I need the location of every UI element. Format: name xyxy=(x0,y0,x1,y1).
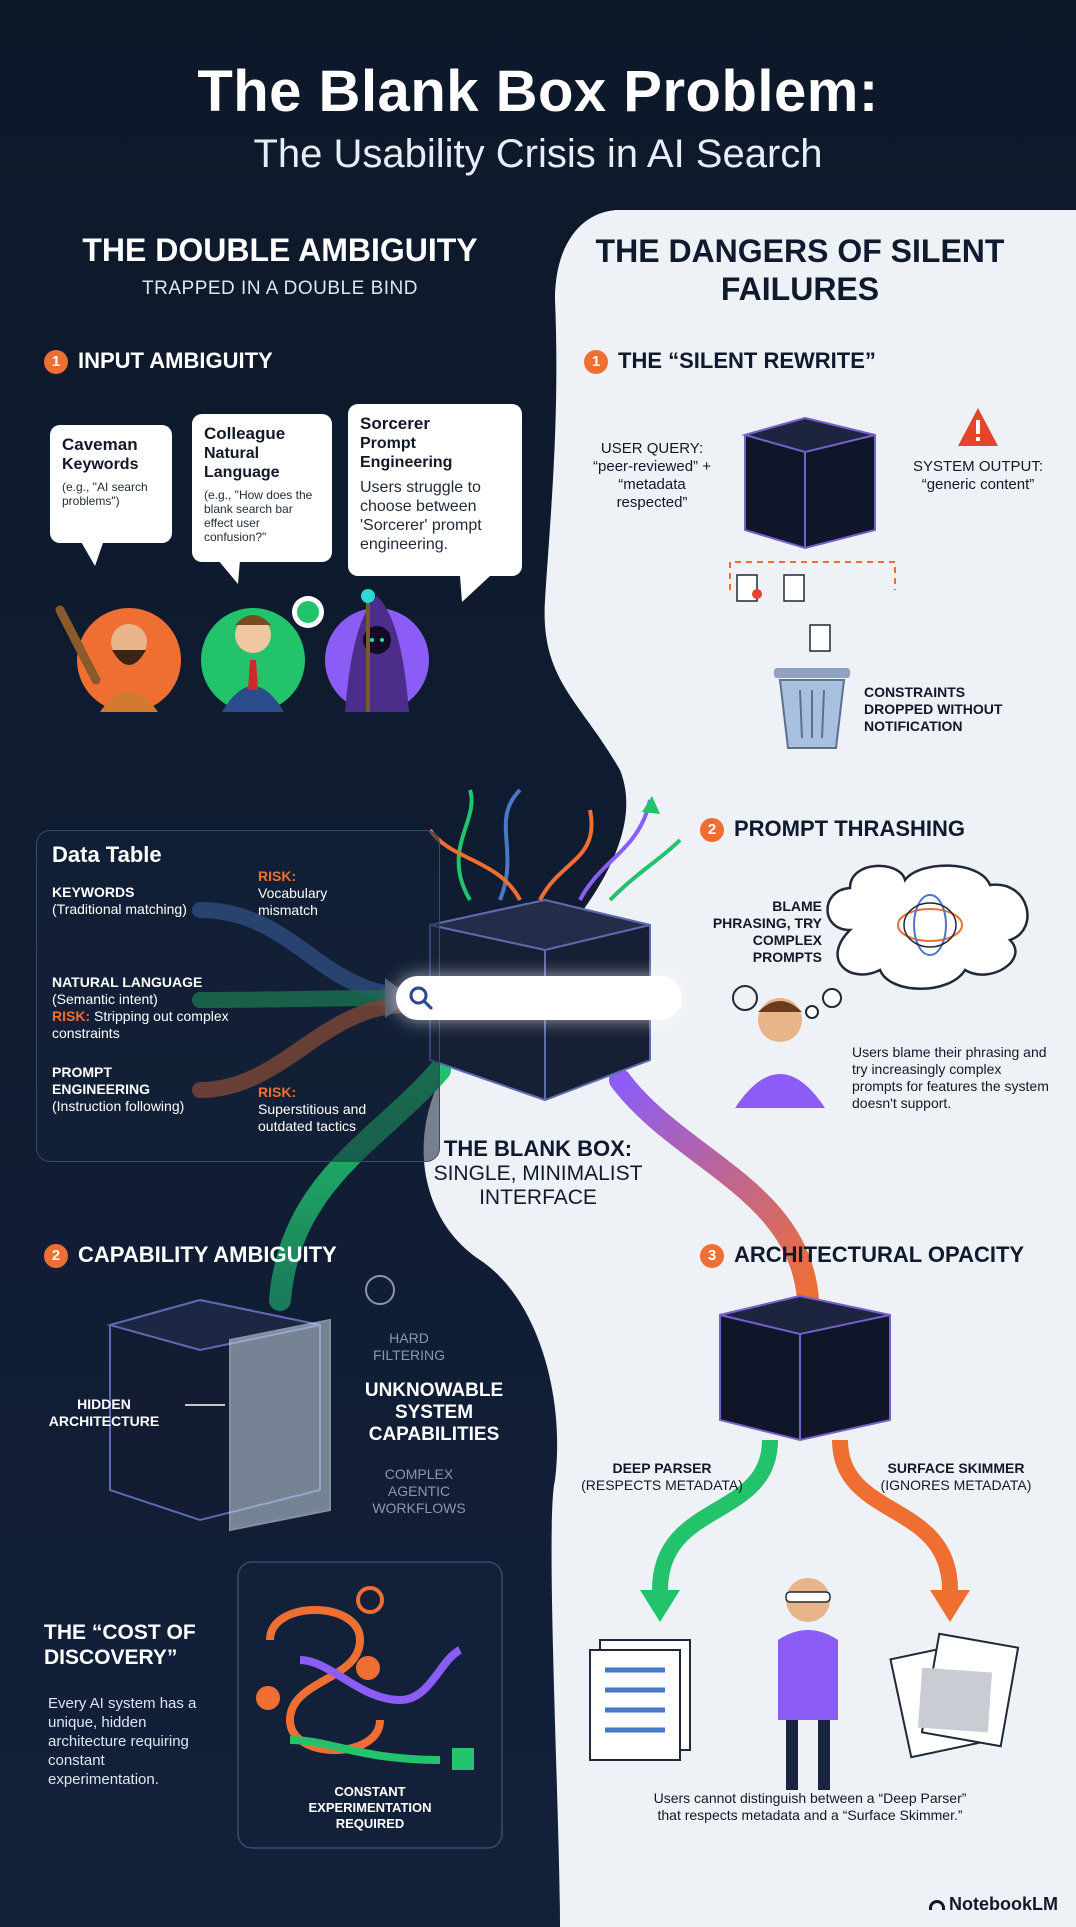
number-badge: 1 xyxy=(44,350,68,374)
input-ambiguity-heading: 1 INPUT AMBIGUITY xyxy=(44,348,273,374)
blame-phrasing-label: BLAME PHRASING, TRY COMPLEX PROMPTS xyxy=(712,898,822,965)
user-query: USER QUERY: “peer-reviewed” + “metadata … xyxy=(582,440,722,512)
risk-label: RISK: xyxy=(258,868,297,884)
table-row: PROMPT ENGINEERING (Instruction followin… xyxy=(52,1064,212,1115)
system-output-label: SYSTEM OUTPUT: xyxy=(912,458,1043,475)
architectural-opacity-heading: 3 ARCHITECTURAL OPACITY xyxy=(700,1242,1024,1268)
surface-skimmer-note: (IGNORES METADATA) xyxy=(880,1477,1032,1493)
brand-name: NotebookLM xyxy=(949,1894,1058,1914)
blank-search-bar[interactable] xyxy=(396,976,682,1020)
surface-skimmer-label: SURFACE SKIMMER (IGNORES METADATA) xyxy=(866,1460,1046,1494)
notebooklm-logo: NotebookLM xyxy=(929,1894,1058,1915)
silent-failures-heading: THE DANGERS OF SILENT FAILURES xyxy=(595,233,1005,307)
row-risk: RISK: Vocabulary mismatch xyxy=(258,868,378,919)
prompt-thrashing-title: PROMPT THRASHING xyxy=(734,816,965,841)
architectural-opacity-title: ARCHITECTURAL OPACITY xyxy=(734,1242,1025,1267)
deep-parser-note: (RESPECTS METADATA) xyxy=(581,1477,743,1493)
row-name: PROMPT ENGINEERING xyxy=(52,1064,151,1097)
bubble-title: Colleague xyxy=(204,424,286,443)
user-query-text: “peer-reviewed” + “metadata respected” xyxy=(593,458,711,511)
bubble-subtitle: Natural Language xyxy=(204,445,280,481)
hidden-architecture-label: HIDDEN ARCHITECTURE xyxy=(48,1396,160,1429)
constant-experimentation-label: CONSTANT EXPERIMENTATION REQUIRED xyxy=(308,1784,432,1831)
caption-title: THE BLANK BOX: xyxy=(443,1136,633,1161)
logo-icon xyxy=(929,1900,946,1910)
surface-skimmer-name: SURFACE SKIMMER xyxy=(887,1460,1025,1476)
deep-parser-name: DEEP PARSER xyxy=(612,1460,712,1476)
page-subtitle: The Usability Crisis in AI Search xyxy=(253,132,823,176)
system-output: SYSTEM OUTPUT: “generic content” xyxy=(898,458,1058,494)
constraints-dropped-label: CONSTRAINTS DROPPED WITHOUT NOTIFICATION xyxy=(864,684,1003,734)
page-title: The Blank Box Problem: xyxy=(197,59,879,124)
deep-parser-label: DEEP PARSER (RESPECTS METADATA) xyxy=(572,1460,752,1494)
blank-box-caption: THE BLANK BOX: SINGLE, MINIMALIST INTERF… xyxy=(400,1136,676,1210)
risk-label: RISK: xyxy=(52,1008,91,1024)
double-ambiguity-heading: THE DOUBLE AMBIGUITY xyxy=(82,232,478,268)
bubble-title: Caveman xyxy=(62,435,138,454)
silent-rewrite-title: THE “SILENT REWRITE” xyxy=(618,348,876,373)
table-row: NATURAL LANGUAGE (Semantic intent) RISK:… xyxy=(52,974,232,1042)
row-name: KEYWORDS xyxy=(52,884,135,900)
prompt-thrashing-body: Users blame their phrasing and try incre… xyxy=(852,1044,1049,1111)
row-risk: RISK: Superstitious and outdated tactics xyxy=(258,1084,368,1135)
row-detail: (Traditional matching) xyxy=(52,901,187,917)
risk-text: Vocabulary mismatch xyxy=(258,885,328,918)
bubble-subtitle: Prompt Engineering xyxy=(360,435,453,471)
search-icon xyxy=(409,986,433,1010)
risk-text: Superstitious and outdated tactics xyxy=(258,1101,367,1134)
risk-text: Stripping out complex constraints xyxy=(52,1008,229,1041)
bubble-note: (e.g., "How does the blank search bar ef… xyxy=(204,488,313,544)
unknowable-capabilities-label: UNKNOWABLE SYSTEM CAPABILITIES xyxy=(364,1380,504,1445)
opacity-caption: Users cannot distinguish between a “Deep… xyxy=(653,1790,967,1823)
capability-ambiguity-title: CAPABILITY AMBIGUITY xyxy=(78,1242,337,1267)
table-row: KEYWORDS (Traditional matching) xyxy=(52,884,212,918)
number-badge: 3 xyxy=(700,1244,724,1268)
double-ambiguity-subheading: TRAPPED IN A DOUBLE BIND xyxy=(142,278,418,299)
number-badge: 2 xyxy=(44,1244,68,1268)
cost-of-discovery-title: THE “COST OF DISCOVERY” xyxy=(44,1621,196,1669)
silent-rewrite-heading: 1 THE “SILENT REWRITE” xyxy=(584,348,876,374)
risk-label: RISK: xyxy=(258,1084,297,1100)
data-table-title: Data Table xyxy=(52,842,162,867)
bubble-title: Sorcerer xyxy=(360,414,430,433)
sorcerer-bubble: Sorcerer Prompt Engineering Users strugg… xyxy=(348,404,522,576)
user-query-label: USER QUERY: xyxy=(600,440,704,457)
row-name: NATURAL LANGUAGE xyxy=(52,974,203,990)
prompt-thrashing-heading: 2 PROMPT THRASHING xyxy=(700,816,965,842)
bubble-body: Users struggle to choose between 'Sorcer… xyxy=(360,479,482,553)
cost-of-discovery-body: Every AI system has a unique, hidden arc… xyxy=(48,1695,197,1788)
caption-subtitle: SINGLE, MINIMALIST INTERFACE xyxy=(433,1162,643,1209)
caveman-bubble: Caveman Keywords (e.g., "AI search probl… xyxy=(50,425,172,543)
number-badge: 2 xyxy=(700,818,724,842)
complex-workflows-label: COMPLEX AGENTIC WORKFLOWS xyxy=(372,1466,466,1516)
colleague-bubble: Colleague Natural Language (e.g., "How d… xyxy=(192,414,332,562)
hard-filtering-label: HARD FILTERING xyxy=(372,1330,446,1363)
bubble-note: (e.g., "AI search problems") xyxy=(62,480,148,508)
system-output-text: “generic content” xyxy=(921,476,1035,493)
bubble-subtitle: Keywords xyxy=(62,456,139,473)
input-ambiguity-title: INPUT AMBIGUITY xyxy=(78,348,273,373)
row-detail: (Instruction following) xyxy=(52,1098,185,1114)
row-detail: (Semantic intent) xyxy=(52,991,158,1007)
number-badge: 1 xyxy=(584,350,608,374)
capability-ambiguity-heading: 2 CAPABILITY AMBIGUITY xyxy=(44,1242,337,1268)
